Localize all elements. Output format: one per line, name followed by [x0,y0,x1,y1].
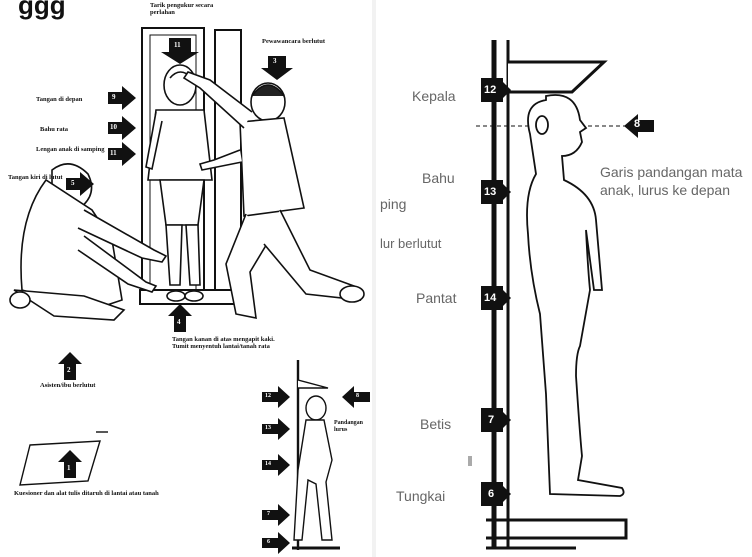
label-tangan-di-depan: Tangan di depan [36,96,106,103]
label-pandangan-lurus: Pandangan lurus [334,420,372,434]
marker-top: 11 [174,41,181,49]
label-pantat: Pantat [416,290,456,306]
marker-tangan-kanan: 4 [177,318,181,326]
label-tangan-kiri: Tangan kiri di lutut [8,174,64,181]
standing-child-drawing [376,0,752,557]
marker-tangan-depan: 9 [112,93,116,101]
marker-small-14: 14 [265,461,271,468]
label-tangan-kanan: Tangan kanan di atas mengapit kaki. Tumi… [172,336,290,351]
marker-lengan: 11 [110,149,117,157]
label-lengan-anak: Lengan anak di samping [36,146,106,153]
marker-kepala: 12 [484,84,496,96]
marker-tangan-kiri: 5 [71,179,75,187]
marker-pantat: 14 [484,292,496,304]
label-betis: Betis [420,416,451,432]
marker-bahu: 10 [110,123,117,131]
marker-small-6: 6 [267,539,270,546]
marker-betis: 7 [488,414,494,426]
label-tarik-pengukur: Tarik pengukur secara perlahan [150,2,230,17]
label-pewawancara: Pewawancara berlutut [262,38,362,45]
marker-small-7: 7 [267,511,270,518]
marker-small-13: 13 [265,425,271,432]
marker-tungkai: 6 [488,488,494,500]
marker-pewawancara: 3 [273,57,277,65]
measuring-scene-drawing [0,0,372,557]
label-tungkai: Tungkai [396,488,445,504]
marker-small-8: 8 [356,393,359,400]
label-ping-fragment: ping [380,196,406,212]
label-garis-pandangan: Garis pandangan mata anak, lurus ke depa… [600,164,750,199]
marker-kuesioner: 1 [67,464,71,472]
marker-asisten: 2 [67,366,71,374]
marker-small-12: 12 [265,393,271,400]
label-kuesioner: Kuesioner dan alat tulis ditaruh di lant… [14,490,164,497]
label-bahu-rata: Bahu rata [40,126,100,133]
marker-eye: 8 [634,118,640,130]
marker-bahu: 13 [484,186,496,198]
label-bahu: Bahu [422,170,455,186]
label-kepala: Kepala [412,88,456,104]
height-measurement-illustration-right: 12 13 14 7 6 8 Kepala Bahu ping lur berl… [376,0,752,557]
label-berlutut-fragment: lur berlutut [380,236,441,251]
anthropometry-illustration-left: ggg [0,0,372,557]
label-asisten: Asisten/ibu berlutut [40,382,130,389]
